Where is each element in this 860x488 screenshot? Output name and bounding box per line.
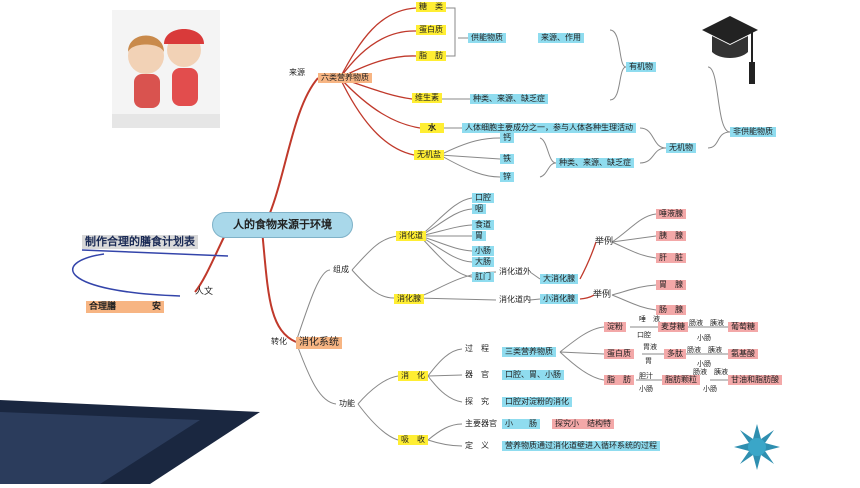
organ-note: 口腔、胃、小肠 bbox=[502, 370, 564, 380]
tract-stomach: 胃 bbox=[472, 231, 486, 241]
function-label: 功能 bbox=[339, 399, 355, 408]
source-label: 来源 bbox=[289, 68, 305, 77]
gland-gastric: 胃 腺 bbox=[656, 280, 686, 290]
outside-tract: 消化道外 bbox=[499, 267, 531, 276]
digestive-system: 消化系统 bbox=[296, 337, 342, 349]
main-organ-label: 主要器官 bbox=[465, 419, 497, 428]
nutrient-mineral: 无机盐 bbox=[414, 150, 444, 160]
gland-intestinal: 肠 腺 bbox=[656, 305, 686, 315]
digestive-tract: 消化道 bbox=[396, 231, 426, 241]
chain-glucose: 葡萄糖 bbox=[728, 322, 758, 332]
organic-matter: 有机物 bbox=[626, 62, 656, 72]
nutrient-protein: 蛋白质 bbox=[416, 25, 446, 35]
nutrient-sugar: 糖 类 bbox=[416, 2, 446, 12]
lesson-title: 制作合理的膳食计划表 bbox=[82, 235, 198, 249]
digestion-node: 消 化 bbox=[398, 371, 428, 381]
chain-bile: 胆汁 bbox=[639, 372, 653, 380]
tract-anus: 肛门 bbox=[472, 272, 494, 282]
chain-pancreas-2: 肠液 胰液 bbox=[687, 346, 722, 354]
large-glands: 大消化腺 bbox=[540, 274, 578, 284]
chain-mouth: 口腔 bbox=[637, 331, 651, 339]
mineral-note: 种类、来源、缺乏症 bbox=[556, 158, 634, 168]
mineral-calcium: 钙 bbox=[500, 133, 514, 143]
chain-protein: 蛋白质 bbox=[604, 349, 634, 359]
definition-note: 营养物质通过消化道壁进入循环系统的过程 bbox=[502, 441, 660, 451]
chain-starch: 淀粉 bbox=[604, 322, 626, 332]
gland-salivary: 唾液腺 bbox=[656, 209, 686, 219]
renwen-label: 人文 bbox=[195, 287, 214, 297]
chain-small-2: 小肠 bbox=[697, 360, 711, 368]
tract-esophagus: 食道 bbox=[472, 220, 494, 230]
chain-pancreas-1: 肠液 胰液 bbox=[689, 319, 724, 327]
chain-amino: 氨基酸 bbox=[728, 349, 758, 359]
nutrient-vitamin: 维生素 bbox=[412, 93, 442, 103]
root-node: 人的食物来源于环境 bbox=[212, 212, 353, 238]
tract-small-intestine: 小肠 bbox=[472, 246, 494, 256]
chain-fat: 脂 肪 bbox=[604, 375, 634, 385]
inside-tract: 消化道内 bbox=[499, 295, 531, 304]
process-note: 三类营养物质 bbox=[502, 347, 556, 357]
chain-pancreas-3: 肠液 胰液 bbox=[693, 368, 728, 376]
explore-structure: 探究小 结构特 bbox=[552, 419, 614, 429]
chain-small-1: 小肠 bbox=[697, 334, 711, 342]
nutrient-fat: 脂 肪 bbox=[416, 51, 446, 61]
chain-maltose: 麦芽糖 bbox=[658, 322, 688, 332]
transform-label: 转化 bbox=[271, 337, 287, 346]
mineral-iron: 铁 bbox=[500, 154, 514, 164]
tract-pharynx: 咽 bbox=[472, 204, 486, 214]
children-photo bbox=[112, 10, 220, 128]
chain-saliva: 唾 液 bbox=[639, 315, 660, 323]
chain-gastric: 胃液 bbox=[643, 343, 657, 351]
water-note: 人体细胞主要成分之一，参与人体各种生理活动 bbox=[462, 123, 636, 133]
chain-glycerol: 甘油和脂肪酸 bbox=[728, 375, 782, 385]
definition-label: 定 义 bbox=[465, 441, 489, 450]
chain-small-3: 小肠 bbox=[639, 385, 653, 393]
explore-label: 探 究 bbox=[465, 397, 489, 406]
gland-pancreas: 胰 腺 bbox=[656, 231, 686, 241]
organ-label: 器 官 bbox=[465, 370, 489, 379]
energy-use: 来源、作用 bbox=[538, 33, 584, 43]
absorption-node: 吸 收 bbox=[398, 435, 428, 445]
process-label: 过 程 bbox=[465, 344, 489, 353]
slogan-label: 合理膳 安 bbox=[86, 301, 165, 313]
mineral-zinc: 锌 bbox=[500, 172, 514, 182]
tract-large-intestine: 大肠 bbox=[472, 257, 494, 267]
small-intestine-node: 小 肠 bbox=[502, 419, 540, 429]
digestive-glands: 消化腺 bbox=[394, 294, 424, 304]
six-nutrients: 六类营养物质 bbox=[318, 73, 372, 83]
examples-small: 举例 bbox=[593, 290, 612, 300]
energy-substance: 供能物质 bbox=[468, 33, 506, 43]
small-glands: 小消化腺 bbox=[540, 294, 578, 304]
gland-liver: 肝 脏 bbox=[656, 253, 686, 263]
examples-large: 举例 bbox=[595, 237, 614, 247]
slogan-part-b: 安 bbox=[152, 302, 162, 312]
composition-label: 组成 bbox=[333, 265, 349, 274]
chain-stomach: 胃 bbox=[645, 357, 652, 365]
tract-mouth: 口腔 bbox=[472, 193, 494, 203]
explore-note: 口腔对淀粉的消化 bbox=[502, 397, 572, 407]
chain-fat-drop: 脂肪颗粒 bbox=[662, 375, 700, 385]
non-energy-substance: 非供能物质 bbox=[730, 127, 776, 137]
slogan-part-a: 合理膳 bbox=[89, 302, 117, 312]
chain-peptide: 多肽 bbox=[664, 349, 686, 359]
star-flower-icon bbox=[734, 424, 780, 470]
nutrient-water: 水 bbox=[420, 123, 444, 133]
vitamin-note: 种类、来源、缺乏症 bbox=[470, 94, 548, 104]
chain-small-4: 小肠 bbox=[703, 385, 717, 393]
corner-decoration bbox=[0, 400, 260, 484]
inorganic-matter: 无机物 bbox=[666, 143, 696, 153]
graduation-cap-icon bbox=[700, 12, 760, 88]
